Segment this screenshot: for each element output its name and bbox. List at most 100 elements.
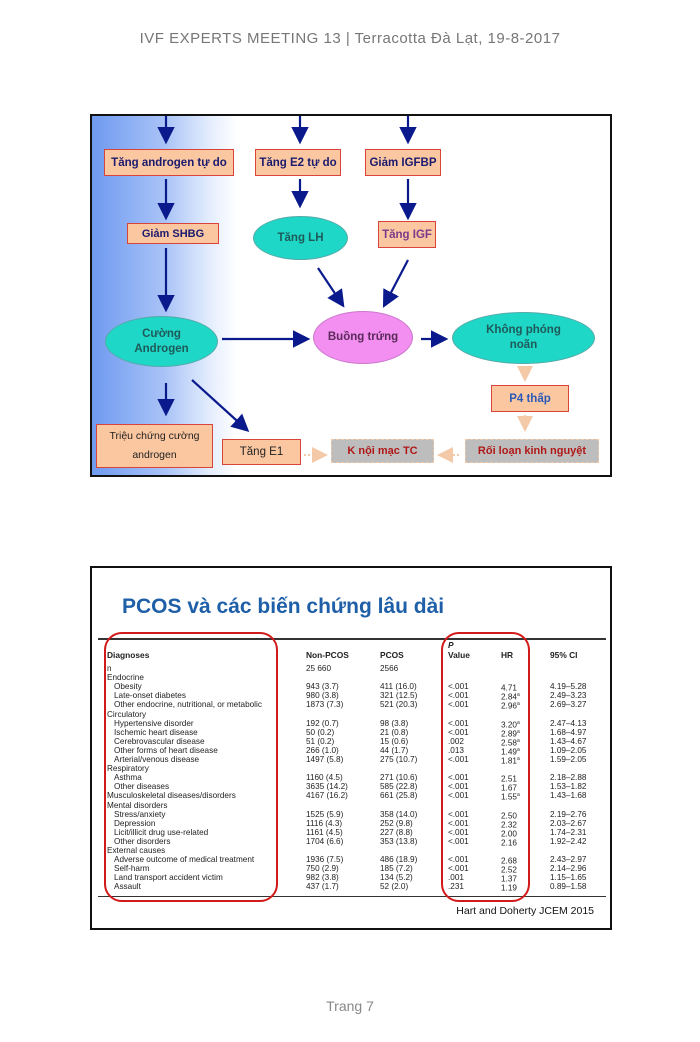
highlight-diagnoses: [104, 632, 278, 902]
row-label: Assault: [114, 882, 141, 892]
row-label: Other endocrine, nutritional, or metabol…: [114, 700, 262, 710]
ci-value: 2.49–3.23: [550, 691, 587, 701]
p-value: <.001: [448, 727, 469, 737]
non-pcos-value: 25 660: [306, 664, 332, 673]
row-label: Other forms of heart disease: [114, 745, 218, 755]
citation: Hart and Doherty JCEM 2015: [456, 905, 594, 917]
hr-number: 2.68: [501, 856, 517, 866]
pcos-value: 271 (10.6): [380, 773, 418, 783]
row-label: Hypertensive disorder: [114, 718, 194, 728]
hr-value: 2.68: [501, 855, 517, 866]
ellipse-anovulation: Không phóng noãn: [452, 312, 595, 364]
box-free-e2: Tăng E2 tự do: [255, 149, 341, 176]
pcos-value: 411 (16.0): [380, 682, 417, 692]
box-igf: Tăng IGF: [378, 221, 436, 248]
non-pcos-value: 1497 (5.8): [306, 755, 344, 764]
slide-title: PCOS và các biến chứng lâu dài: [122, 595, 445, 618]
hr-value: 2.96a: [501, 700, 520, 711]
non-pcos-value: 1704 (6.6): [306, 836, 344, 846]
row-label: Other disorders: [114, 836, 171, 846]
arrow: [317, 267, 345, 308]
hr-value: 1.67: [501, 782, 517, 793]
ci-value: 2.69–3.27: [550, 700, 587, 710]
hr-number: 2.16: [501, 838, 517, 848]
ci-value: 0.89–1.58: [550, 882, 587, 892]
row-label: Respiratory: [107, 764, 149, 774]
hr-value: 2.89a: [501, 728, 520, 739]
hr-number: 2.32: [501, 820, 517, 830]
box-e1: Tăng E1: [222, 439, 301, 465]
row-label: Ischemic heart disease: [114, 727, 198, 737]
non-pcos-value: 50 (0.2): [306, 727, 335, 737]
hr-value: 2.52: [501, 864, 517, 875]
pcos-value: 134 (5.2): [380, 873, 413, 883]
table-top-rule: [98, 638, 606, 640]
box-endometrium: K nội mạc TC: [331, 439, 434, 463]
hr-value: 4.71: [501, 682, 517, 693]
ci-value: 2.19–2.76: [550, 809, 587, 819]
pcos-value: 185 (7.2): [380, 864, 413, 874]
row-label: Asthma: [114, 773, 142, 783]
row-label: Adverse outcome of medical treatment: [114, 855, 255, 865]
footnote-mark: a: [516, 728, 520, 735]
ci-value: 2.18–2.88: [550, 773, 587, 783]
hr-number: 2.58: [501, 738, 517, 748]
arrow: [382, 259, 409, 308]
hr-value: 1.81a: [501, 755, 520, 766]
box-igfbp: Giảm IGFBP: [365, 149, 441, 176]
non-pcos-value: 51 (0.2): [306, 736, 335, 746]
row-label: Self-harm: [114, 864, 150, 874]
row-label: Circulatory: [107, 709, 147, 719]
column-header: PCOS: [380, 650, 404, 660]
column-header: HR: [501, 650, 514, 660]
row-label: Other diseases: [114, 782, 170, 792]
hr-number: 4.71: [501, 683, 517, 693]
ci-value: 2.03–2.67: [550, 818, 587, 828]
ellipse-ovary: Buồng trứng: [313, 311, 413, 364]
p-value: <.001: [448, 700, 469, 710]
ci-value: 1.53–1.82: [550, 782, 587, 792]
non-pcos-value: 1116 (4.3): [306, 818, 343, 828]
p-value: <.001: [448, 791, 469, 801]
column-header: Non-PCOS: [306, 650, 349, 660]
pcos-value: 227 (8.8): [380, 827, 413, 837]
row-label: Obesity: [114, 682, 142, 692]
row-label: Late-onset diabetes: [114, 691, 186, 701]
p-value: .013: [448, 745, 464, 755]
pcos-value: 2566: [380, 664, 399, 673]
row-label: Arterial/venous disease: [114, 755, 200, 764]
row-label: Musculoskeletal diseases/disorders: [107, 791, 236, 801]
non-pcos-value: 980 (3.8): [306, 691, 339, 701]
ellipse-lh: Tăng LH: [253, 216, 348, 260]
ci-value: 1.15–1.65: [550, 873, 587, 883]
hr-value: 3.20a: [501, 719, 520, 730]
footnote-mark: a: [516, 692, 520, 699]
ci-value: 2.14–2.96: [550, 864, 587, 874]
row-label: Depression: [114, 818, 156, 828]
footnote-mark: a: [516, 737, 520, 744]
non-pcos-value: 4167 (16.2): [306, 791, 348, 801]
non-pcos-value: 3635 (14.2): [306, 782, 348, 792]
non-pcos-value: 982 (3.8): [306, 873, 339, 883]
pcos-value: 358 (14.0): [380, 809, 418, 819]
footnote-mark: a: [516, 756, 520, 762]
ci-value: 1.09–2.05: [550, 745, 587, 755]
pcos-value: 486 (18.9): [380, 855, 418, 865]
pcos-value: 252 (9.8): [380, 818, 413, 828]
non-pcos-value: 1525 (5.9): [306, 809, 344, 819]
hr-value: 2.32: [501, 819, 517, 830]
column-header: Value: [448, 650, 470, 660]
p-value: <.001: [448, 836, 469, 846]
pcos-value: 353 (13.8): [380, 836, 418, 846]
ci-value: 1.92–2.42: [550, 836, 587, 846]
pcos-value: 585 (22.8): [380, 782, 418, 792]
hr-number: 2.00: [501, 829, 517, 839]
column-header: Diagnoses: [107, 650, 150, 660]
hr-number: 2.84: [501, 693, 517, 703]
row-label: External causes: [107, 846, 166, 855]
hr-number: 2.96: [501, 702, 517, 712]
ci-value: 2.47–4.13: [550, 718, 587, 728]
row-label: Stress/anxiety: [114, 809, 166, 819]
